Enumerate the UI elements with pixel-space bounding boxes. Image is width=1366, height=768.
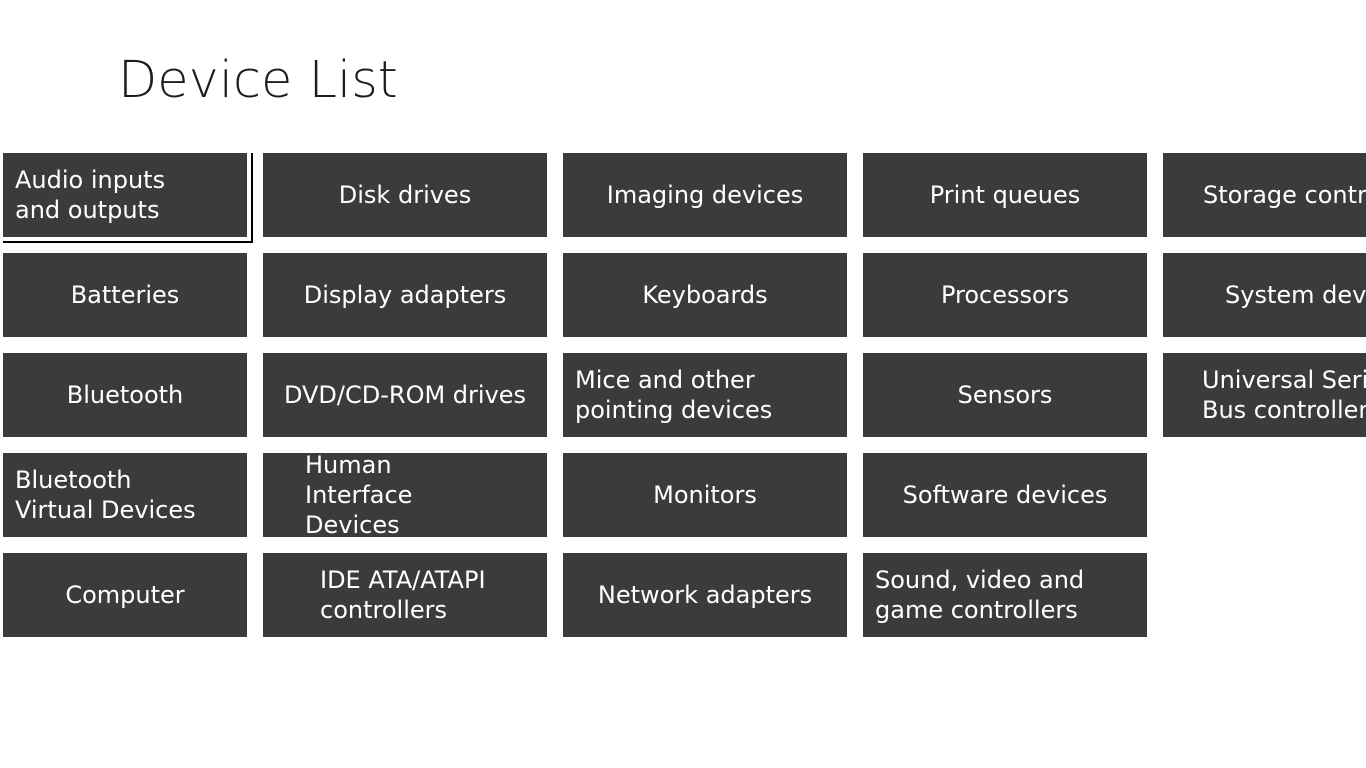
device-category-grid: Audio inputs and outputs Batteries Bluet… [3,153,1366,653]
tile-ide-ata-atapi-controllers[interactable]: IDE ATA/ATAPI controllers [263,553,547,637]
tile-dvd-cd-rom-drives[interactable]: DVD/CD-ROM drives [263,353,547,437]
tile-system-devices[interactable]: System devices [1163,253,1366,337]
tile-bluetooth[interactable]: Bluetooth [3,353,247,437]
tile-human-interface-devices[interactable]: Human Interface Devices [263,451,547,539]
tile-processors[interactable]: Processors [863,253,1147,337]
tile-imaging-devices[interactable]: Imaging devices [563,153,847,237]
tile-label: Imaging devices [606,181,804,209]
tile-label: Mice and other pointing devices [575,366,773,424]
tile-label: DVD/CD-ROM drives [283,381,527,409]
tile-label: Keyboards [642,281,768,309]
tile-label: IDE ATA/ATAPI controllers [320,566,486,624]
tile-label: Software devices [902,481,1108,509]
tile-universal-serial-bus-controllers[interactable]: Universal Serial Bus controllers [1163,353,1366,437]
tile-label: Sound, video and game controllers [875,566,1085,624]
tile-monitors[interactable]: Monitors [563,453,847,537]
tile-disk-drives[interactable]: Disk drives [263,153,547,237]
tile-keyboards[interactable]: Keyboards [563,253,847,337]
tile-label: Network adapters [597,581,813,609]
tile-label: Display adapters [303,281,507,309]
tile-network-adapters[interactable]: Network adapters [563,553,847,637]
tile-storage-controllers[interactable]: Storage controllers [1163,153,1366,237]
tile-label: Storage controllers [1203,181,1366,209]
tile-label: Audio inputs and outputs [15,166,166,224]
tile-bluetooth-virtual-devices[interactable]: Bluetooth Virtual Devices [3,453,247,537]
tile-software-devices[interactable]: Software devices [863,453,1147,537]
tile-label: Bluetooth Virtual Devices [15,466,196,524]
tile-mice-and-other-pointing-devices[interactable]: Mice and other pointing devices [563,353,847,437]
tile-label: Processors [940,281,1070,309]
tile-label: Monitors [653,481,757,509]
tile-label: Sensors [957,381,1053,409]
tile-batteries[interactable]: Batteries [3,253,247,337]
tile-sound-video-and-game-controllers[interactable]: Sound, video and game controllers [863,553,1147,637]
tile-print-queues[interactable]: Print queues [863,153,1147,237]
page-title: Device List [118,51,398,110]
tile-label: Print queues [929,181,1081,209]
tile-label: Batteries [70,281,180,309]
tile-label: Human Interface Devices [305,451,413,539]
tile-label: Universal Serial Bus controllers [1202,366,1366,424]
tile-label: Computer [65,581,185,609]
tile-audio-inputs-and-outputs[interactable]: Audio inputs and outputs [3,153,253,243]
tile-computer[interactable]: Computer [3,553,247,637]
tile-display-adapters[interactable]: Display adapters [263,253,547,337]
tile-label: System devices [1225,281,1366,309]
tile-sensors[interactable]: Sensors [863,353,1147,437]
tile-label: Bluetooth [66,381,184,409]
tile-label: Disk drives [338,181,472,209]
